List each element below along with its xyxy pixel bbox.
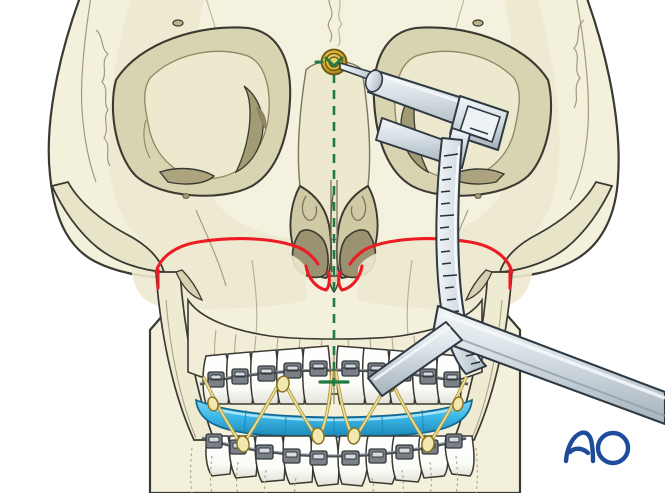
caliper-lower-arm xyxy=(430,304,665,426)
orbit-left xyxy=(111,19,292,197)
mandibular-tooth-roots xyxy=(189,447,479,493)
nasal-region xyxy=(289,60,379,293)
occlusal-splint xyxy=(195,398,473,438)
vernier-caliper xyxy=(339,62,665,426)
caliper-lower-tip xyxy=(367,321,463,397)
le-fort-1-osteotomy-line xyxy=(154,237,514,292)
suture-lines xyxy=(80,0,590,201)
